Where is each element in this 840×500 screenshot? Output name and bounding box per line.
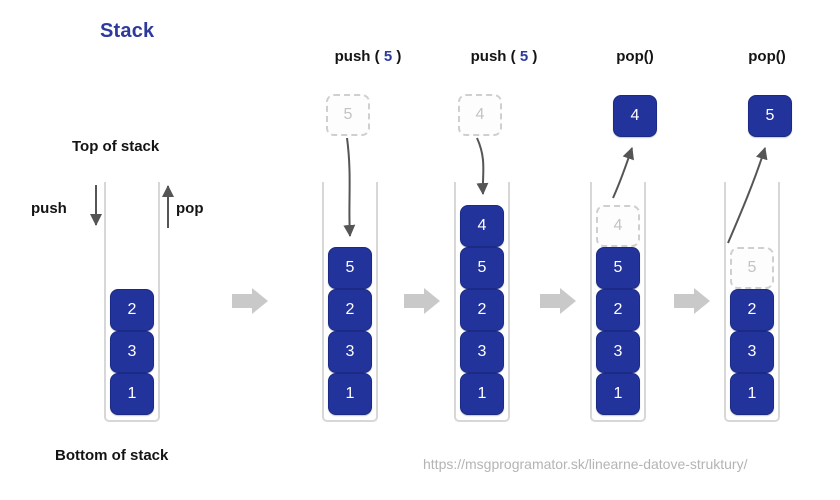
op-name: pop — [748, 48, 776, 65]
stack-tube-3 — [454, 182, 510, 422]
stack-box: 3 — [596, 331, 640, 373]
op-paren-open: ( — [506, 48, 520, 65]
stack-box: 4 — [460, 205, 504, 247]
stack-box: 5 — [596, 247, 640, 289]
top-of-stack-label: Top of stack — [72, 138, 160, 155]
stack-tube-5 — [724, 182, 780, 422]
flow-arrow-3 — [540, 288, 576, 314]
stack-box: 1 — [460, 373, 504, 415]
op-name: push — [470, 48, 507, 65]
stack-box: 2 — [328, 289, 372, 331]
op-argument: 5 — [383, 48, 393, 65]
op-argument: 5 — [519, 48, 529, 65]
pop-label: pop — [176, 200, 204, 217]
popped-box: 4 — [613, 95, 657, 137]
stack-box: 3 — [460, 331, 504, 373]
stack-box: 2 — [730, 289, 774, 331]
op-name: push — [334, 48, 371, 65]
op-paren-close: ) — [528, 48, 538, 65]
stack-box: 3 — [730, 331, 774, 373]
operation-header-push-2: push ( 5 ) — [444, 48, 564, 65]
ghost-box-removed: 5 — [730, 247, 774, 289]
op-name: pop — [616, 48, 644, 65]
bottom-of-stack-label: Bottom of stack — [55, 447, 169, 464]
stack-box: 5 — [328, 247, 372, 289]
stack-tube-4 — [590, 182, 646, 422]
stack-box: 1 — [110, 373, 154, 415]
op-paren-open: ( — [370, 48, 384, 65]
push-label: push — [31, 200, 67, 217]
operation-header-pop-2: pop() — [712, 48, 822, 65]
flow-arrow-4 — [674, 288, 710, 314]
stack-box: 2 — [596, 289, 640, 331]
stack-box: 1 — [730, 373, 774, 415]
stack-box: 1 — [596, 373, 640, 415]
stack-box: 3 — [328, 331, 372, 373]
flow-arrow-2 — [404, 288, 440, 314]
op-paren-close: ) — [392, 48, 402, 65]
ghost-box-removed: 4 — [596, 205, 640, 247]
stack-box: 5 — [460, 247, 504, 289]
stack-box: 2 — [110, 289, 154, 331]
page-title: Stack — [100, 20, 155, 42]
stack-box: 1 — [328, 373, 372, 415]
ghost-box-incoming: 4 — [458, 94, 502, 136]
flow-arrow-1 — [232, 288, 268, 314]
stack-tube-2 — [322, 182, 378, 422]
stack-box: 3 — [110, 331, 154, 373]
op-parens: () — [643, 48, 654, 65]
operation-header-push-1: push ( 5 ) — [308, 48, 428, 65]
op-parens: () — [775, 48, 786, 65]
ghost-box-incoming: 5 — [326, 94, 370, 136]
operation-header-pop-1: pop() — [580, 48, 690, 65]
popped-box: 5 — [748, 95, 792, 137]
stack-tube-1 — [104, 182, 160, 422]
source-url-caption: https://msgprogramator.sk/linearne-datov… — [423, 456, 748, 472]
stack-box: 2 — [460, 289, 504, 331]
